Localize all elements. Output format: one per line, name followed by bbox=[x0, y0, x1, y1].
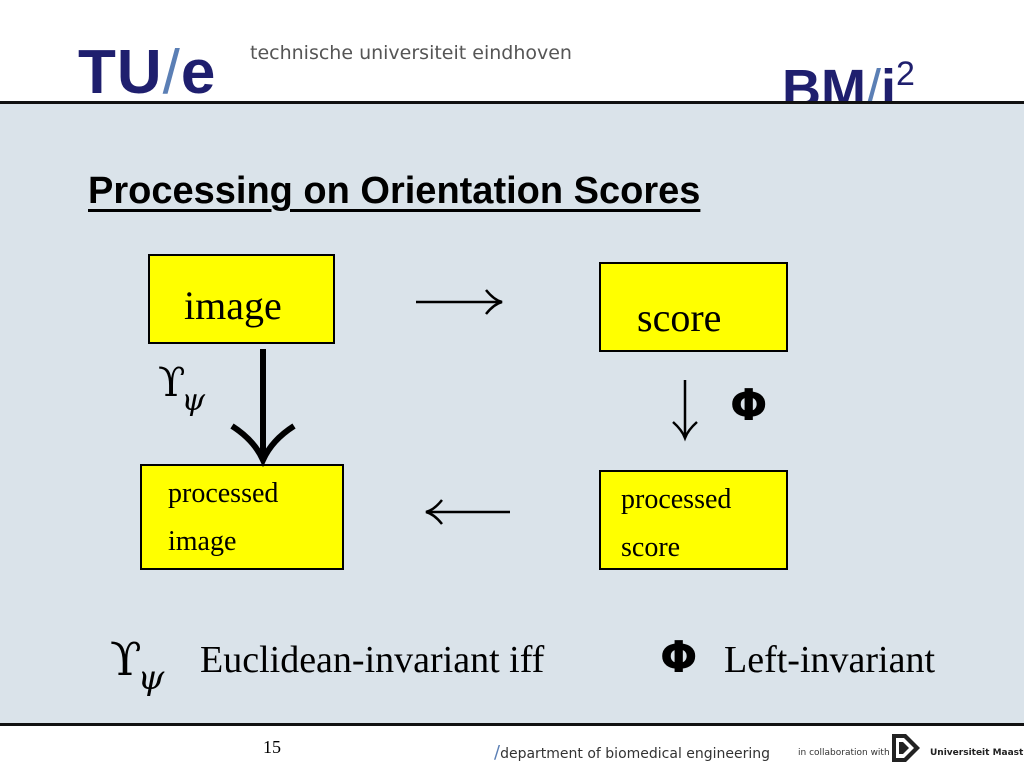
page-number: 15 bbox=[263, 737, 281, 757]
psi-subscript: ψ bbox=[181, 383, 205, 418]
header: TU/e technische universiteit eindhoven B… bbox=[0, 0, 1024, 119]
upsilon-psi-label: ϒψ bbox=[158, 360, 209, 418]
footer-divider bbox=[0, 723, 1024, 726]
upsilon-psi-bottom: ϒψ bbox=[110, 632, 168, 698]
arrow-image-to-processed bbox=[230, 349, 296, 468]
department-label: /department of biomedical engineering bbox=[494, 742, 770, 763]
tue-subtitle: technische universiteit eindhoven bbox=[250, 42, 572, 64]
tue-logo-tu: TU bbox=[78, 38, 163, 107]
footer bbox=[0, 726, 1024, 768]
department-slash: / bbox=[494, 742, 501, 763]
arrow-processed-score-to-image bbox=[425, 499, 510, 525]
processed-score-box: processed score bbox=[599, 470, 788, 570]
left-invariant-text: Left-invariant bbox=[724, 639, 936, 681]
phi-label: Φ bbox=[730, 380, 768, 431]
score-box: score bbox=[599, 262, 788, 352]
tue-logo-e: e bbox=[180, 38, 217, 107]
header-divider bbox=[0, 101, 1024, 104]
arrow-score-to-processed bbox=[672, 380, 698, 442]
collaboration-label: in collaboration with bbox=[798, 748, 890, 758]
department-text: department of biomedical engineering bbox=[500, 746, 771, 762]
upsilon-symbol: ϒ bbox=[158, 360, 186, 406]
phi-bottom: Φ bbox=[660, 632, 698, 683]
tue-logo-slash: / bbox=[162, 38, 181, 107]
processed-image-line-1: processed bbox=[168, 478, 279, 509]
psi-subscript-bottom: ψ bbox=[137, 658, 165, 698]
processed-score-line-2: score bbox=[621, 532, 681, 563]
arrow-image-to-score bbox=[416, 289, 503, 315]
euclidean-invariant-text: Euclidean-invariant iff bbox=[200, 639, 545, 681]
image-box: image bbox=[148, 254, 335, 344]
bmi-logo-sup: 2 bbox=[896, 55, 915, 93]
processed-image-line-2: image bbox=[168, 526, 237, 557]
processed-image-box: processed image bbox=[140, 464, 344, 570]
um-logo-icon bbox=[892, 734, 920, 762]
processed-score-line-1: processed bbox=[621, 484, 732, 515]
slide-body bbox=[0, 104, 1024, 723]
partner-name: Universiteit Maastricht bbox=[930, 748, 1024, 758]
image-box-label: image bbox=[184, 283, 282, 328]
score-box-label: score bbox=[637, 295, 722, 340]
tue-logo: TU/e bbox=[78, 38, 216, 108]
upsilon-symbol-bottom: ϒ bbox=[110, 632, 142, 686]
slide-title: Processing on Orientation Scores bbox=[88, 170, 701, 212]
